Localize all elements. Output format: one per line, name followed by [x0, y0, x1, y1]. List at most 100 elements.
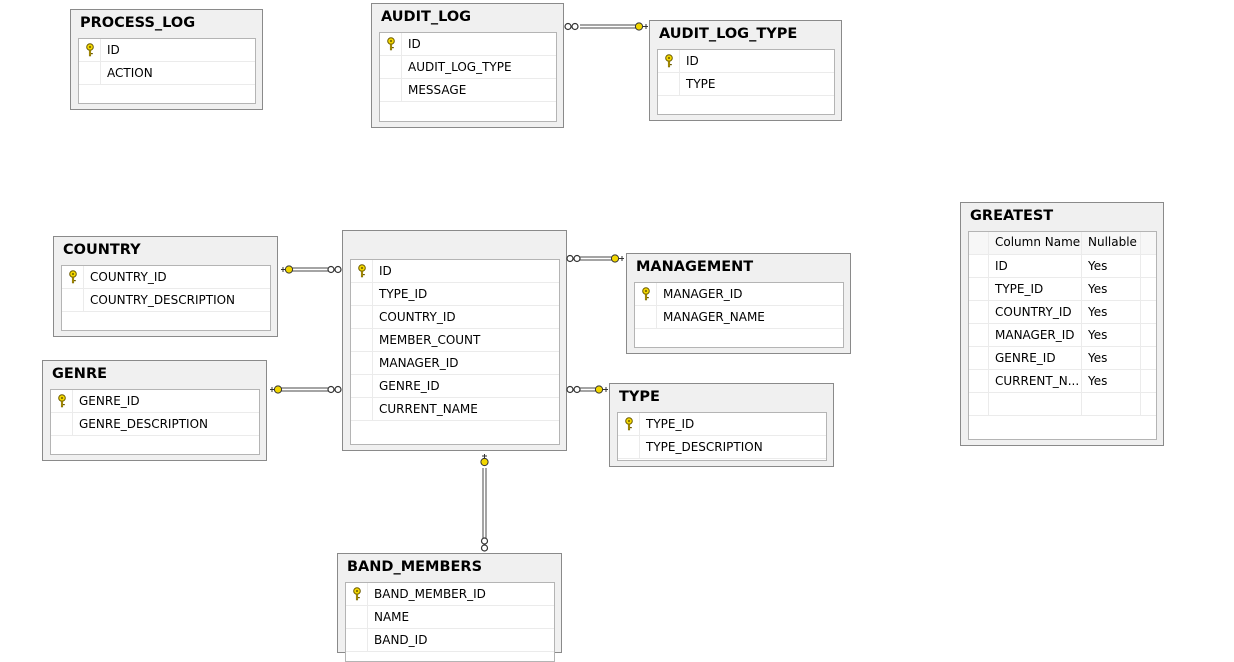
- row-selector[interactable]: [351, 398, 373, 420]
- column-row[interactable]: MESSAGE: [380, 79, 556, 102]
- column-row[interactable]: ID: [658, 50, 834, 73]
- row-selector[interactable]: [346, 583, 368, 605]
- view-column-name: CURRENT_N...: [995, 374, 1080, 388]
- column-row[interactable]: TYPE_DESCRIPTION: [618, 436, 826, 459]
- column-row[interactable]: GENRE_ID: [51, 390, 259, 413]
- row-selector[interactable]: [79, 62, 101, 84]
- row-selector[interactable]: [658, 73, 680, 95]
- column-row[interactable]: TYPE_ID: [618, 413, 826, 436]
- table-band[interactable]: ID TYPE_ID COUNTRY_ID MEMBER_COUNT MANAGER_I…: [342, 230, 567, 451]
- row-selector[interactable]: [658, 50, 680, 72]
- row-selector[interactable]: [51, 413, 73, 435]
- row-selector[interactable]: [380, 33, 402, 55]
- column-name: MANAGER_ID: [379, 356, 459, 370]
- row-selector[interactable]: [635, 283, 657, 305]
- column-row[interactable]: ACTION: [79, 62, 255, 85]
- row-selector[interactable]: [969, 370, 989, 392]
- column-row[interactable]: GENRE_ID: [351, 375, 559, 398]
- row-selector[interactable]: [346, 629, 368, 651]
- row-selector[interactable]: [618, 436, 640, 458]
- row-selector[interactable]: [969, 324, 989, 346]
- row-selector[interactable]: [62, 289, 84, 311]
- column-name: TYPE_DESCRIPTION: [646, 440, 763, 454]
- row-selector[interactable]: [346, 606, 368, 628]
- row-selector[interactable]: [380, 56, 402, 78]
- column-row[interactable]: COUNTRY_ID: [62, 266, 270, 289]
- columns-grid: ID TYPE_ID COUNTRY_ID MEMBER_COUNT MANAGER_I…: [350, 259, 560, 445]
- column-row[interactable]: CURRENT_NAME: [351, 398, 559, 421]
- row-selector[interactable]: [969, 278, 989, 300]
- header-selector: [969, 232, 989, 254]
- column-row[interactable]: BAND_ID: [346, 629, 554, 652]
- row-selector[interactable]: [351, 375, 373, 397]
- empty-row: [62, 312, 270, 330]
- column-row[interactable]: ID: [380, 33, 556, 56]
- empty-row: [969, 393, 1156, 416]
- column-row[interactable]: NAME: [346, 606, 554, 629]
- row-selector[interactable]: [635, 306, 657, 328]
- row-selector[interactable]: [351, 329, 373, 351]
- column-row[interactable]: GENRE_DESCRIPTION: [51, 413, 259, 436]
- column-name: GENRE_ID: [379, 379, 440, 393]
- row-selector[interactable]: [351, 283, 373, 305]
- view-title: GREATEST: [970, 208, 1054, 224]
- column-name: GENRE_ID: [79, 394, 140, 408]
- row-selector[interactable]: [51, 390, 73, 412]
- primary-key-icon: [641, 287, 651, 301]
- column-name: ID: [107, 43, 120, 57]
- row-selector[interactable]: [618, 413, 640, 435]
- table-title: MANAGEMENT: [636, 259, 754, 275]
- column-row[interactable]: MANAGER_ID: [351, 352, 559, 375]
- primary-key-icon: [352, 587, 362, 601]
- header-column-name: Column Name: [995, 235, 1081, 249]
- row-selector[interactable]: [969, 347, 989, 369]
- column-row[interactable]: TYPE: [658, 73, 834, 96]
- column-row[interactable]: AUDIT_LOG_TYPE: [380, 56, 556, 79]
- column-row[interactable]: TYPE_ID: [351, 283, 559, 306]
- column-row[interactable]: COUNTRY_ID: [351, 306, 559, 329]
- column-row[interactable]: MANAGER_ID: [635, 283, 843, 306]
- view-column-nullable: Yes: [1088, 282, 1108, 296]
- row-selector[interactable]: [380, 79, 402, 101]
- column-name: MEMBER_COUNT: [379, 333, 481, 347]
- row-selector[interactable]: [969, 255, 989, 277]
- primary-key-icon: [68, 270, 78, 284]
- column-row[interactable]: MEMBER_COUNT: [351, 329, 559, 352]
- empty-row: [351, 421, 559, 444]
- view-column-nullable: Yes: [1088, 305, 1108, 319]
- row-selector[interactable]: [62, 266, 84, 288]
- view-column-row[interactable]: CURRENT_N...Yes: [969, 370, 1156, 393]
- column-name: BAND_ID: [374, 633, 428, 647]
- column-name: AUDIT_LOG_TYPE: [408, 60, 512, 74]
- column-row[interactable]: BAND_MEMBER_ID: [346, 583, 554, 606]
- row-selector[interactable]: [351, 306, 373, 328]
- column-row[interactable]: ID: [351, 260, 559, 283]
- column-name: COUNTRY_ID: [379, 310, 456, 324]
- row-selector[interactable]: [351, 352, 373, 374]
- column-row[interactable]: MANAGER_NAME: [635, 306, 843, 329]
- column-name: TYPE_ID: [379, 287, 428, 301]
- column-name: COUNTRY_ID: [90, 270, 167, 284]
- row-selector[interactable]: [969, 301, 989, 323]
- row-selector[interactable]: [79, 39, 101, 61]
- column-row[interactable]: ID: [79, 39, 255, 62]
- column-row[interactable]: COUNTRY_DESCRIPTION: [62, 289, 270, 312]
- row-selector[interactable]: [351, 260, 373, 282]
